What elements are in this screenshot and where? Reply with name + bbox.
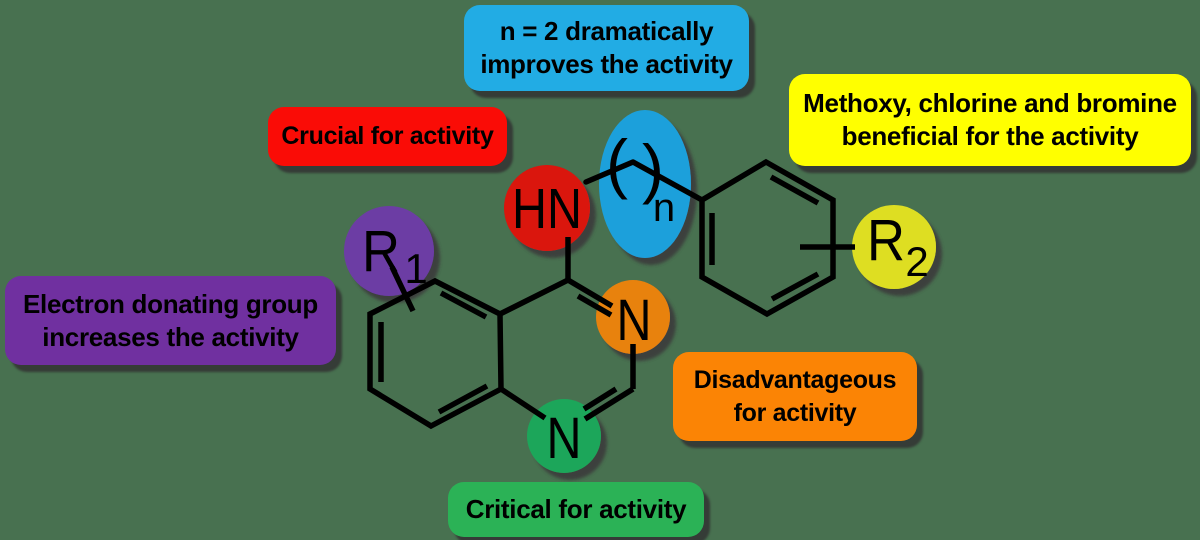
callout-text-line: n = 2 dramatically xyxy=(499,16,714,46)
phenyl-double-bond-1 xyxy=(769,174,820,206)
r2-highlight-circle xyxy=(852,205,936,289)
chain-open-paren: ( xyxy=(606,126,628,200)
callout-n2-improves-activity: n = 2 dramatically improves the activity xyxy=(464,5,749,91)
callout-text-line: Electron donating group xyxy=(23,288,318,319)
r1-bond xyxy=(389,265,416,313)
methylene-chain-bonds xyxy=(583,159,705,203)
benzo-double-bond-3 xyxy=(437,383,489,415)
n3-atom-label: N xyxy=(617,288,652,353)
c8a-n1-bond xyxy=(499,386,547,421)
r1-subscript: 1 xyxy=(404,245,427,292)
callout-text-line: Methoxy, chlorine and bromine xyxy=(803,88,1177,118)
r2-subscript: 2 xyxy=(905,238,928,285)
callout-disadvantageous: Disadvantageous for activity xyxy=(673,352,917,441)
callout-electron-donating-group: Electron donating group increases the ac… xyxy=(5,276,336,365)
phenyl-double-bond-3 xyxy=(770,271,820,302)
callout-text-line: improves the activity xyxy=(480,49,733,79)
n1-highlight-circle xyxy=(527,399,601,473)
n1-atom-label: N xyxy=(547,406,582,471)
r1-symbol-label: R xyxy=(362,219,400,284)
callout-text-line: Crucial for activity xyxy=(281,122,494,150)
r1-highlight-circle xyxy=(344,206,434,296)
atom-highlights xyxy=(344,110,936,473)
chain-n-subscript: n xyxy=(653,186,675,230)
hn-highlight-circle xyxy=(504,165,590,251)
c2-n1-double-bond xyxy=(582,386,618,412)
phenyl-ring-bonds xyxy=(699,158,836,318)
callout-text-line: Critical for activity xyxy=(465,494,687,524)
callout-text-line: beneficial for the activity xyxy=(841,121,1139,151)
hn-atom-label: HN xyxy=(512,177,582,241)
n3-highlight-circle xyxy=(596,280,670,354)
callout-methoxy-chlorine-bromine: Methoxy, chlorine and bromine beneficial… xyxy=(789,74,1191,166)
callout-crucial-for-activity: Crucial for activity xyxy=(268,107,507,166)
r2-symbol-label: R xyxy=(867,208,905,273)
atom-labels: HN N N R 1 R 2 ( ) n xyxy=(362,126,929,471)
callout-text-line: increases the activity xyxy=(42,321,299,352)
callout-text-line: Disadvantageous xyxy=(693,365,897,394)
chain-highlight-ellipse xyxy=(599,110,691,258)
c4-n3-double-bond xyxy=(576,293,613,318)
callout-text-line: for activity xyxy=(733,398,857,427)
benzo-ring-bonds xyxy=(367,277,504,430)
chain-close-paren: ) xyxy=(642,131,664,205)
callout-critical-for-activity: Critical for activity xyxy=(448,482,704,537)
bond-skeleton xyxy=(367,158,855,430)
benzo-double-bond-1 xyxy=(439,290,488,320)
c2-n1-bond xyxy=(583,386,635,422)
